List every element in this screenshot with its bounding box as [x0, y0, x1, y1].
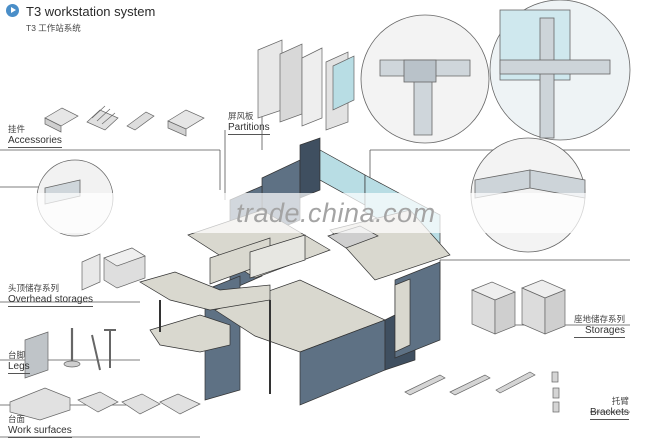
storage-cabinets — [471, 279, 566, 335]
watermark-text: trade.china.com — [236, 198, 436, 228]
accessory-tray-1 — [44, 107, 79, 133]
label-overhead-storages: 头顶储存系列 Overhead storages — [8, 283, 94, 307]
label-brackets: 托臂 Brackets — [590, 396, 629, 420]
overhead-storage-items — [81, 247, 146, 291]
label-storages: 座地储存系列 Storages — [574, 314, 626, 338]
label-accessories: 挂件 Accessories — [8, 124, 62, 148]
legs-items — [24, 328, 116, 379]
label-legs: 台脚 Legs — [8, 350, 30, 374]
detail-circle-2 — [489, 0, 631, 141]
accessory-rail — [126, 111, 155, 131]
accessory-file-holder — [86, 105, 119, 131]
partition-panels — [257, 39, 355, 131]
work-surface-items — [9, 387, 201, 421]
play-arrow-icon — [6, 4, 19, 17]
workstation-cluster — [139, 137, 451, 406]
label-partitions: 屏风板 Partitions — [228, 111, 270, 135]
label-work-surfaces: 台面 Work surfaces — [8, 414, 72, 438]
page-subtitle: T3 工作站系统 — [26, 23, 81, 33]
watermark-band — [0, 193, 659, 233]
accessory-tray-2 — [167, 109, 205, 137]
page-title: T3 workstation system — [26, 4, 156, 19]
detail-circle-1 — [360, 14, 490, 144]
bracket-items — [404, 371, 560, 413]
